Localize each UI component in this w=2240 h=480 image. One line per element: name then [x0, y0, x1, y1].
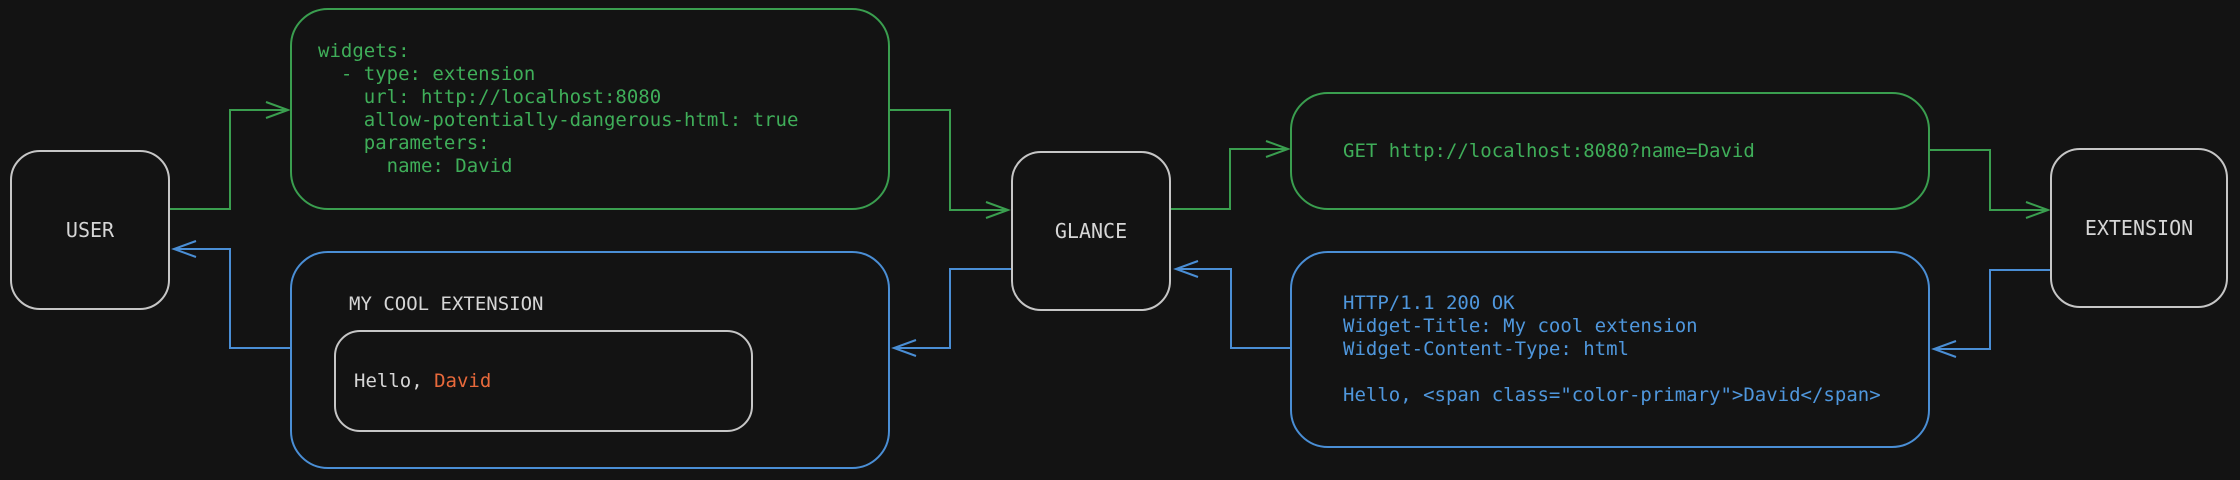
extension-config-box: widgets: - type: extension url: http://l… [290, 8, 890, 210]
glance-node-label: GLANCE [1054, 219, 1128, 243]
greeting-name: David [434, 370, 492, 392]
http-response-code: HTTP/1.1 200 OK Widget-Title: My cool ex… [1343, 292, 1881, 406]
greeting-prefix: Hello, [354, 370, 435, 392]
user-node-label: USER [65, 218, 115, 242]
response-line-glance-to-render [894, 268, 1011, 349]
http-request-code: GET http://localhost:8080?name=David [1343, 139, 1755, 162]
response-line-response-to-glance [1176, 268, 1290, 349]
arrow-left-icon [891, 339, 917, 357]
config-yaml-code: widgets: - type: extension url: http://l… [318, 40, 799, 177]
arrow-left-icon [1173, 260, 1199, 278]
arrow-right-icon [265, 101, 291, 119]
glance-node: GLANCE [1011, 151, 1171, 311]
request-line-user-to-config [170, 109, 286, 210]
request-line-request-to-extension [1930, 149, 2046, 211]
user-node: USER [10, 150, 170, 310]
extension-node: EXTENSION [2050, 148, 2228, 308]
extension-node-label: EXTENSION [2084, 216, 2194, 240]
response-line-render-to-user [174, 248, 290, 349]
http-response-box: HTTP/1.1 200 OK Widget-Title: My cool ex… [1290, 251, 1930, 448]
widget-content-frame: Hello, David [334, 330, 753, 432]
arrow-right-icon [985, 201, 1011, 219]
arrow-right-icon [1265, 140, 1291, 158]
http-request-box: GET http://localhost:8080?name=David [1290, 92, 1930, 210]
arrow-left-icon [171, 240, 197, 258]
arrow-right-icon [2025, 201, 2051, 219]
request-line-glance-to-request [1170, 148, 1286, 210]
arrow-left-icon [1931, 340, 1957, 358]
greeting-text: Hello, David [354, 370, 491, 392]
response-line-extension-to-response [1934, 269, 2050, 350]
widget-title: MY COOL EXTENSION [349, 293, 544, 315]
rendered-widget-box: MY COOL EXTENSION Hello, David [290, 251, 890, 469]
request-line-config-to-glance [890, 109, 1006, 211]
